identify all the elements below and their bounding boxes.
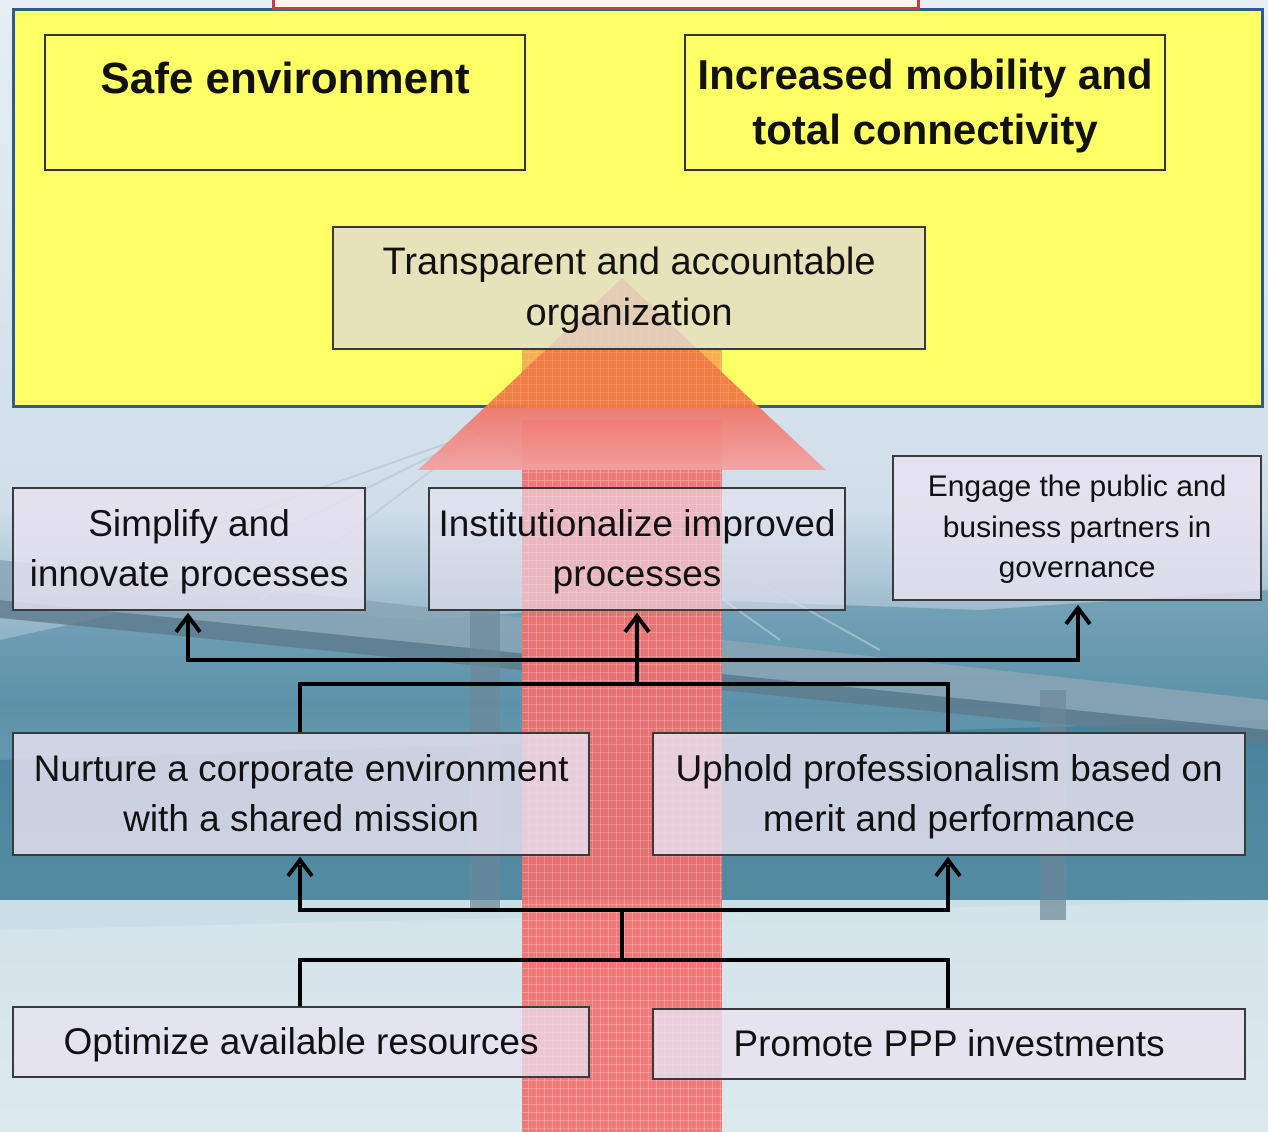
promote-ppp-box: Promote PPP investments: [652, 1008, 1246, 1080]
uphold-professionalism-box: Uphold professionalism based on merit an…: [652, 732, 1246, 856]
institutionalize-box: Institutionalize improved processes: [428, 487, 846, 611]
optimize-resources-label: Optimize available resources: [63, 1021, 539, 1062]
institutionalize-label: Institutionalize improved processes: [438, 503, 836, 594]
simplify-innovate-label: Simplify and innovate processes: [29, 503, 349, 594]
nurture-environment-label: Nurture a corporate environment with a s…: [33, 748, 569, 839]
engage-public-label: Engage the public and business partners …: [927, 470, 1227, 585]
engage-public-box: Engage the public and business partners …: [892, 455, 1262, 601]
nurture-environment-box: Nurture a corporate environment with a s…: [12, 732, 590, 856]
safe-environment-box: Safe environment: [44, 34, 526, 171]
simplify-innovate-box: Simplify and innovate processes: [12, 487, 366, 611]
header-box: [272, 0, 920, 10]
safe-environment-label: Safe environment: [100, 54, 470, 103]
transparent-accountable-label: Transparent and accountable organization: [382, 240, 876, 334]
transparent-accountable-box: Transparent and accountable organization: [332, 226, 926, 350]
promote-ppp-label: Promote PPP investments: [733, 1023, 1165, 1064]
uphold-professionalism-label: Uphold professionalism based on merit an…: [675, 748, 1223, 839]
mobility-connectivity-label: Increased mobility and total connectivit…: [697, 50, 1153, 153]
mobility-connectivity-box: Increased mobility and total connectivit…: [684, 34, 1166, 171]
optimize-resources-box: Optimize available resources: [12, 1006, 590, 1078]
